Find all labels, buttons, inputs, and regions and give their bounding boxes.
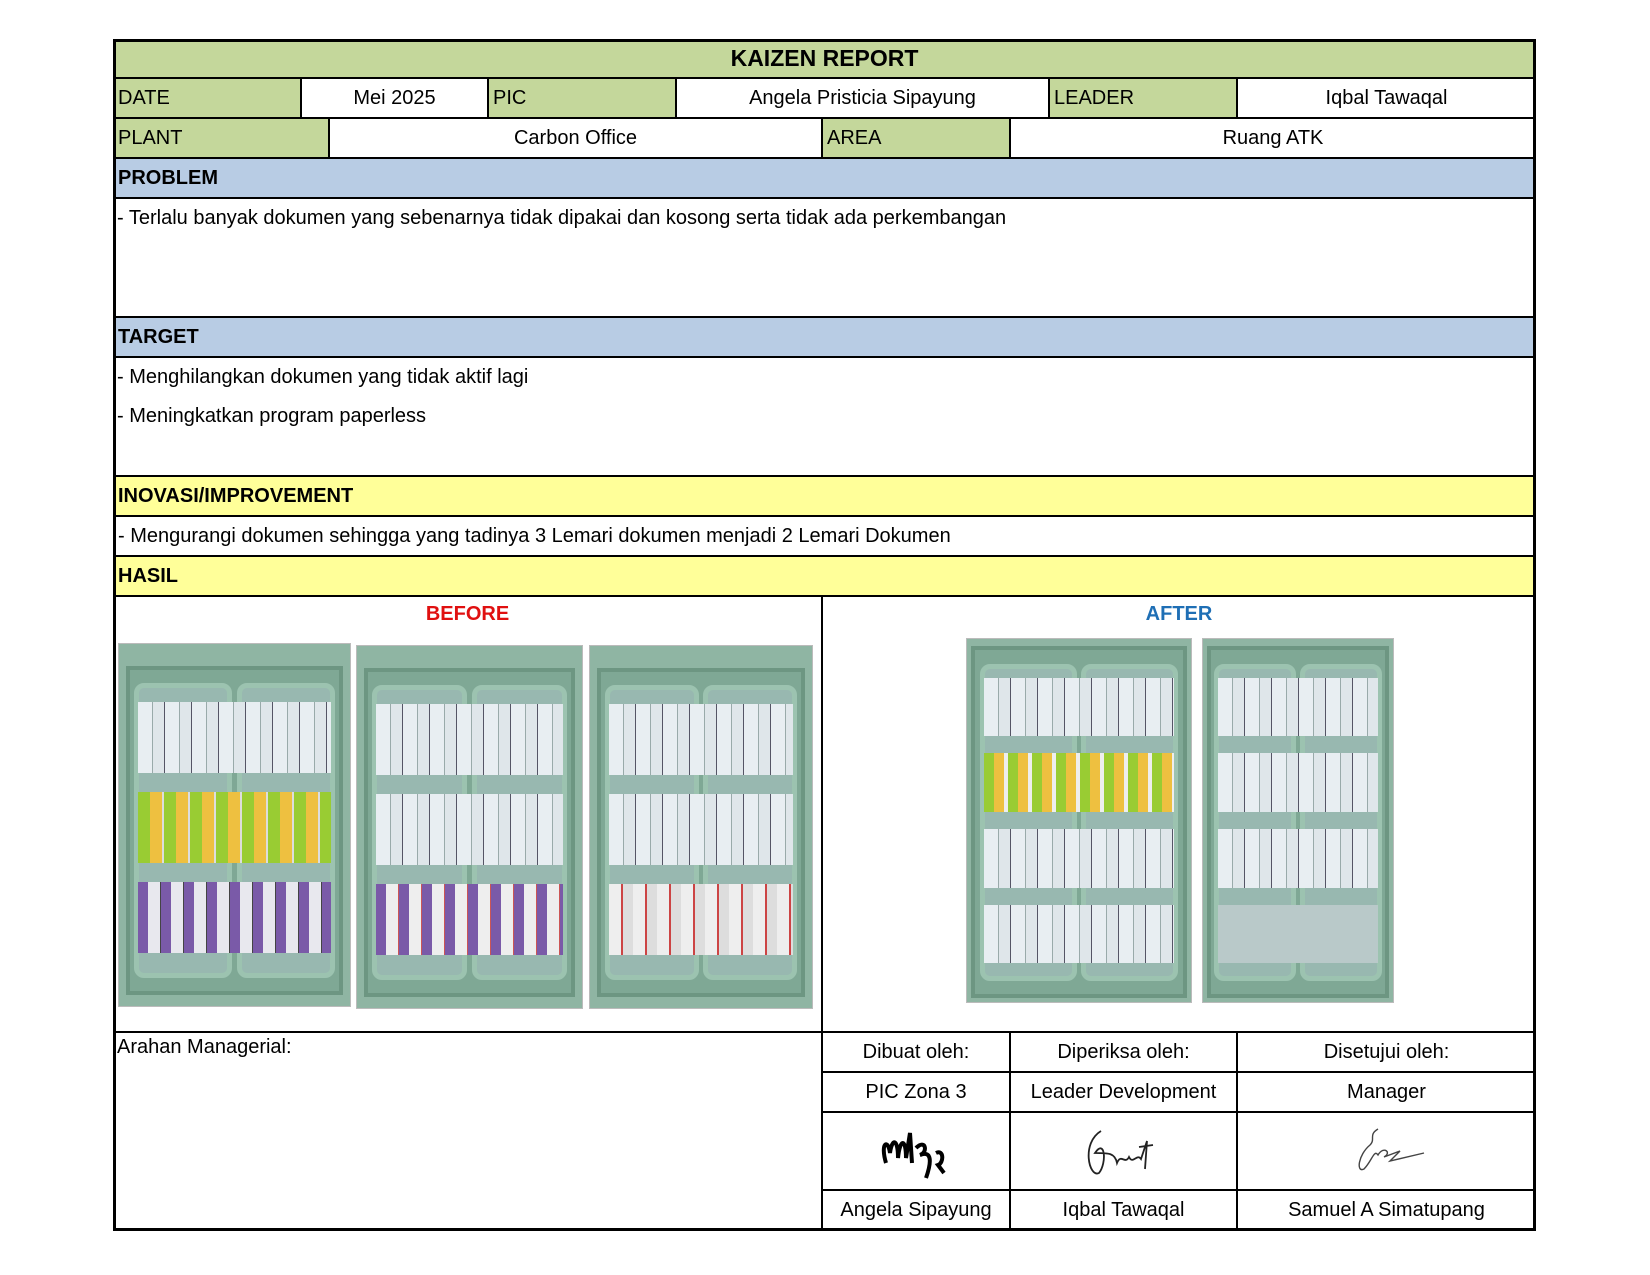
problem-header: PROBLEM [113, 158, 1536, 198]
dibuat-oleh-label: Dibuat oleh: [822, 1032, 1010, 1072]
signature-leader [1010, 1112, 1237, 1190]
hasil-header: HASIL [113, 556, 1536, 596]
target-item: - Meningkatkan program paperless [117, 405, 427, 427]
before-photo [118, 643, 351, 1007]
name-leader: Iqbal Tawaqal [1010, 1190, 1237, 1230]
before-label: BEFORE [425, 603, 510, 625]
signature-icon [1087, 1130, 1154, 1175]
pic-value: Angela Pristicia Sipayung [676, 78, 1049, 118]
target-item: - Menghilangkan dokumen yang tidak aktif… [117, 366, 529, 388]
before-photo [356, 645, 583, 1009]
inovasi-header: INOVASI/IMPROVEMENT [113, 476, 1536, 516]
name-manager: Samuel A Simatupang [1237, 1190, 1536, 1230]
role-pic: PIC Zona 3 [822, 1072, 1010, 1112]
after-label: AFTER [1145, 603, 1213, 625]
role-leader: Leader Development [1010, 1072, 1237, 1112]
date-value: Mei 2025 [301, 78, 488, 118]
signature-manager [1237, 1112, 1536, 1190]
target-header: TARGET [113, 317, 1536, 357]
plant-value: Carbon Office [329, 118, 822, 158]
date-label: DATE [113, 78, 301, 118]
signature-pic [822, 1112, 1010, 1190]
signature-icon [1358, 1128, 1425, 1171]
area-value: Ruang ATK [1010, 118, 1536, 158]
after-photo [1202, 638, 1394, 1003]
arahan-managerial-label: Arahan Managerial: [117, 1036, 292, 1058]
plant-label: PLANT [113, 118, 329, 158]
inovasi-item: - Mengurangi dokumen sehingga yang tadin… [113, 516, 1536, 556]
diperiksa-oleh-label: Diperiksa oleh: [1010, 1032, 1237, 1072]
area-label: AREA [822, 118, 1010, 158]
disetujui-oleh-label: Disetujui oleh: [1237, 1032, 1536, 1072]
role-manager: Manager [1237, 1072, 1536, 1112]
name-pic: Angela Sipayung [822, 1190, 1010, 1230]
before-photo [589, 645, 813, 1009]
pic-label: PIC [488, 78, 676, 118]
report-title: KAIZEN REPORT [113, 39, 1536, 78]
leader-label: LEADER [1049, 78, 1237, 118]
signature-icon [881, 1132, 946, 1179]
leader-value: Iqbal Tawaqal [1237, 78, 1536, 118]
after-photo [966, 638, 1192, 1003]
problem-item: - Terlalu banyak dokumen yang sebenarnya… [117, 207, 1007, 229]
